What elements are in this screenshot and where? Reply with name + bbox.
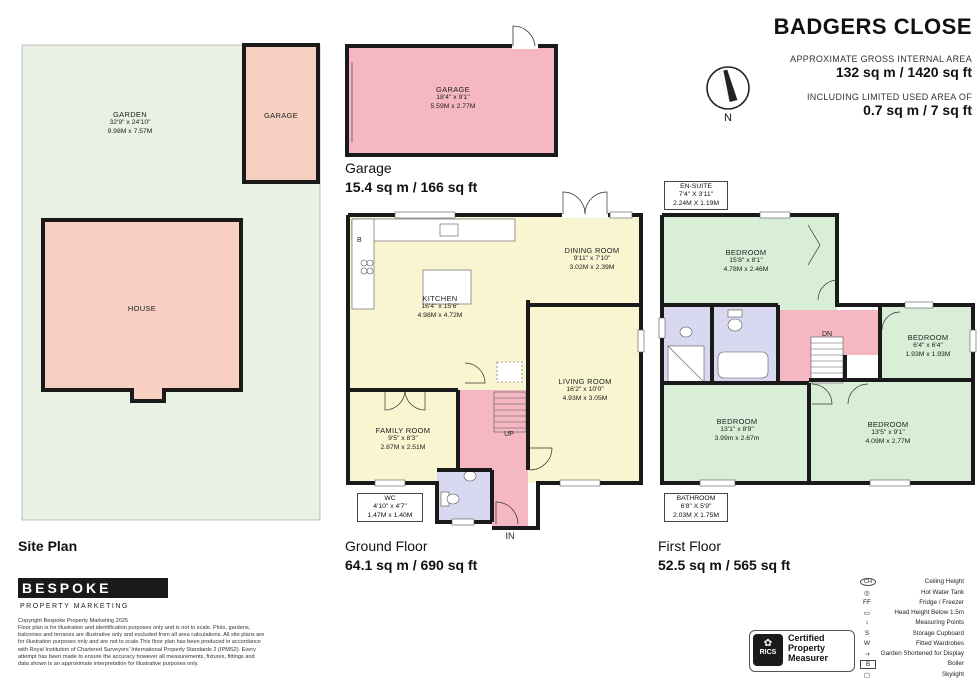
garden-shortened-icon: ⇢ [864,651,870,658]
rics-badge: ✿ RICS Certified Property Measurer [749,630,855,672]
disclaimer: Copyright Bespoke Property Marketing 202… [18,618,265,667]
limited-area-value: 0.7 sq m / 7 sq ft [863,102,972,118]
site-plan-title: Site Plan [18,538,78,554]
rics-logo: ✿ RICS [753,634,783,666]
legend-item: Fitted Wardrobes [915,640,964,647]
boiler-mark: B [357,237,362,244]
fridge-freezer-icon: FF [863,599,871,606]
dining-room-label: DINING ROOM 9'11" x 7'10" 3.02M x 2.39M [564,246,620,271]
legend-item: Garden Shortened for Display [880,650,964,657]
gia-value: 132 sq m / 1420 sq ft [835,64,972,80]
up-label: UP [504,431,514,438]
boiler-icon: B [860,660,876,669]
brand-logo: BESPOKE [18,578,168,598]
brand-name: BESPOKE [22,580,112,596]
first-floor-title: First Floor 52.5 sq m / 565 sq ft [658,538,791,573]
legend-item: Head Height Below 1.5m [894,609,964,616]
property-title: BADGERS CLOSE [773,14,972,39]
storage-cupboard-icon: S [864,630,870,637]
site-garden-label: GARDEN 32'9" x 24'10" 9.98M x 7.57M [107,110,153,135]
legend-item: Hot Water Tank [920,589,964,596]
ensuite-tag: EN-SUITE 7'4" X 3'11" 2.24M X 1.19M [664,181,728,211]
limited-area-label: INCLUDING LIMITED USED AREA OF [806,92,972,102]
bathroom-tag: BATHROOM 6'8" X 5'9" 2.03M X 1.75M [664,493,728,523]
rics-icon: ✿ [763,638,773,649]
measuring-points-icon: ↕ [865,619,869,626]
dn-label: DN [822,331,832,338]
ground-floor-title: Ground Floor 64.1 sq m / 690 sq ft [345,538,478,573]
compass-icon: N [706,66,750,124]
compass-letter: N [724,112,732,124]
skylight-icon: ▢ [863,672,871,679]
living-room-label: LIVING ROOM 16'2" x 10'0" 4.93M x 3.05M [558,377,612,402]
site-garage-label: GARAGE [264,111,298,120]
family-room-label: FAMILY ROOM 9'5" x 8'3" 2.87M x 2.51M [375,426,431,451]
bedroom-2-label: BEDROOM 6'4" x 6'4" 1.93M x 1.93M [905,333,951,358]
head-height-icon: ▭ [863,610,871,617]
legend-item: Ceiling Height [924,578,964,585]
bedroom-3-label: BEDROOM 13'1" x 8'9" 3.99m x 2.67m [714,417,760,442]
gia-label: APPROXIMATE GROSS INTERNAL AREA [790,54,972,64]
site-garage [242,43,320,184]
bedroom-4-label: BEDROOM 13'5" x 9'1" 4.09M x 2.77M [865,420,911,445]
legend-item: Skylight [941,671,964,678]
legend-item: Fridge / Freezer [919,599,964,606]
wc-tag: WC 4'10" x 4'7" 1.47M x 1.40M [357,493,423,523]
in-label: IN [506,531,515,541]
fitted-wardrobes-icon: W [863,640,871,647]
garage-plan [345,25,558,157]
brand-subtitle: PROPERTY MARKETING [20,603,129,610]
kitchen-label: KITCHEN 16'4" x 15'6" 4.98M x 4.72M [417,294,463,319]
legend-item: Measuring Points [915,619,964,626]
ceiling-height-icon: CH [860,578,876,586]
site-house [41,218,243,403]
hot-water-tank-icon: ◎ [864,590,870,597]
legend-item: Storage Cupboard [912,630,964,637]
legend-item: Boiler [947,660,964,667]
bedroom-1-label: BEDROOM 15'8" x 8'1" 4.78M x 2.46M [723,248,769,273]
garage-title: Garage 15.4 sq m / 166 sq ft [345,160,478,195]
garage-room-label: GARAGE 18'4" x 9'1" 5.59M x 2.77M [430,85,476,110]
site-house-label: HOUSE [127,304,157,313]
site-plan [21,43,321,521]
